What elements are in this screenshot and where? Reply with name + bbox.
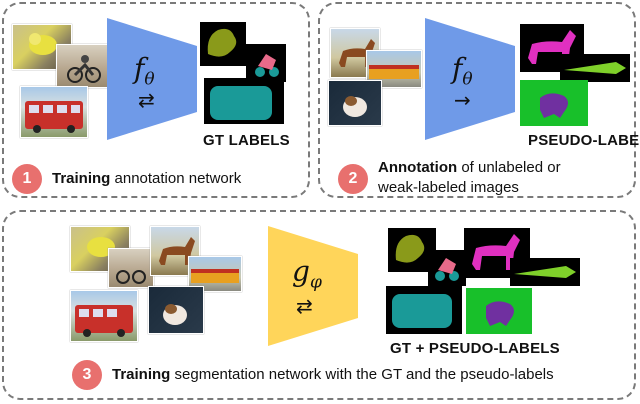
gt-labels-label: GT LABELS xyxy=(203,132,290,149)
pseudo-labels-label: PSEUDO-LABELS xyxy=(528,132,640,149)
step-3-badge: 3 xyxy=(72,360,102,390)
dog-photo xyxy=(328,80,382,126)
step-2-badge: 2 xyxy=(338,164,368,194)
step-3: 3 Training segmentation network with the… xyxy=(72,360,554,390)
network-f-symbol: fθ xyxy=(134,52,155,90)
train-mask-3 xyxy=(510,258,580,286)
bidirectional-arrow-icon: ⇄ xyxy=(138,88,155,112)
motocross-photo-3 xyxy=(108,248,154,288)
train-photo xyxy=(366,50,422,88)
bird-mask-3 xyxy=(388,228,436,272)
network-g-funnel xyxy=(268,226,358,346)
network-f-funnel-2 xyxy=(425,18,515,140)
network-f-funnel xyxy=(107,18,197,140)
step-2: 2 Annotation of unlabeled or weak-labele… xyxy=(338,158,561,198)
bus-mask-3 xyxy=(386,286,462,334)
step-1: 1 Training annotation network xyxy=(12,164,241,194)
step-2-text: Annotation of unlabeled or weak-labeled … xyxy=(378,159,561,196)
bus-photo-3 xyxy=(70,290,138,342)
step-1-text: Training annotation network xyxy=(52,170,242,187)
motocross-photo xyxy=(56,44,112,88)
panel-annotation-unlabeled xyxy=(318,2,636,198)
bus-mask xyxy=(204,78,284,124)
train-mask xyxy=(560,54,630,82)
motocross-mask xyxy=(246,44,286,82)
dog-photo-3 xyxy=(148,286,204,334)
bidirectional-arrow-icon-3: ⇄ xyxy=(296,294,313,318)
bird-mask xyxy=(200,22,246,66)
panel-training-segmentation xyxy=(2,210,636,400)
step-3-text: Training segmentation network with the G… xyxy=(112,366,554,383)
motocross-mask-3 xyxy=(428,250,466,286)
panel-training-annotation xyxy=(2,2,310,198)
step-1-badge: 1 xyxy=(12,164,42,194)
right-arrow-icon: → xyxy=(454,88,471,112)
bus-photo xyxy=(20,86,88,138)
dog-mask xyxy=(520,80,588,126)
network-g-symbol: gφ xyxy=(292,255,322,293)
gt-pseudo-labels-label: GT + PSEUDO-LABELS xyxy=(390,340,560,357)
dog-mask-3 xyxy=(466,288,532,334)
network-f-symbol-2: fθ xyxy=(452,52,473,90)
